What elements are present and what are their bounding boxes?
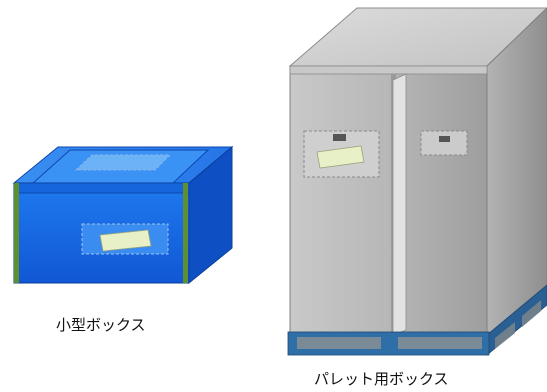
pallet-box-right-label-slot (439, 136, 450, 142)
small-box-label-card (99, 229, 152, 252)
pallet-slot-right (398, 337, 482, 349)
pallet-box-label-card (316, 145, 365, 169)
pallet-box-side (486, 7, 547, 337)
pallet-box-door-handle (392, 73, 407, 336)
small-box-lid-label-area (74, 154, 172, 171)
small-box-edge-trim-right (183, 183, 188, 283)
pallet-box-caption: パレット用ボックス (314, 370, 449, 388)
pallet-slot-side-back (522, 300, 541, 327)
pallet-box (287, 7, 547, 356)
pallet-box-front (289, 65, 488, 336)
small-box (12, 145, 234, 285)
pallet-base (287, 284, 547, 356)
small-box-caption: 小型ボックス (56, 316, 146, 334)
pallet-box-right-label-area (420, 130, 468, 156)
small-box-lid-lip (13, 182, 190, 194)
small-box-edge-trim-left (14, 183, 19, 283)
pallet-box-front-rim (289, 65, 488, 75)
pallet-box-left-label-slot (333, 134, 346, 141)
pallet-slot-side-front (495, 322, 515, 349)
pallet-slot-left (297, 337, 381, 349)
